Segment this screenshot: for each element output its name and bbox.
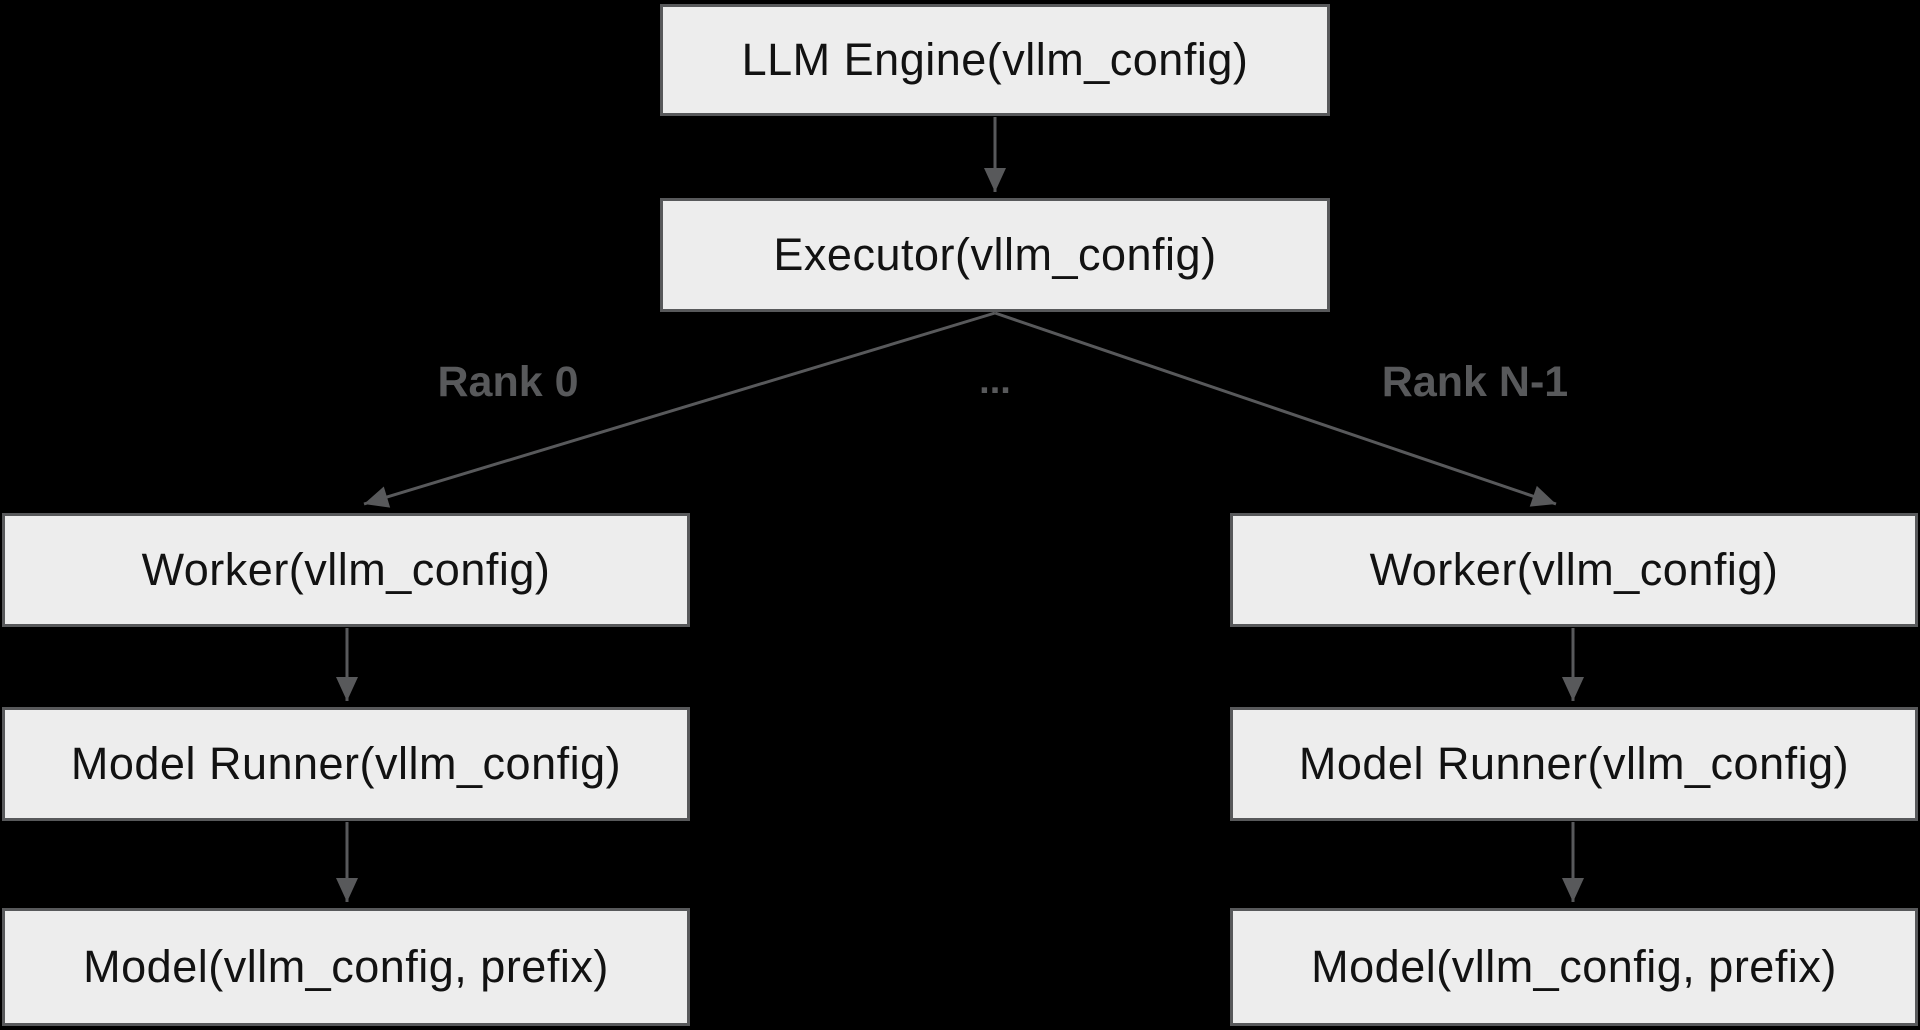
edge-label-ellipsis: ... (979, 360, 1011, 402)
node-model-left: Model(vllm_config, prefix) (2, 908, 690, 1026)
edge-label-rank-n-1: Rank N-1 (1381, 358, 1569, 406)
node-model-right: Model(vllm_config, prefix) (1230, 908, 1918, 1026)
node-model-runner-right: Model Runner(vllm_config) (1230, 707, 1918, 821)
node-executor: Executor(vllm_config) (660, 198, 1330, 312)
node-model-runner-left: Model Runner(vllm_config) (2, 707, 690, 821)
edge-executor-to-worker-left (363, 311, 996, 508)
node-worker-right: Worker(vllm_config) (1230, 513, 1918, 627)
node-worker-left: Worker(vllm_config) (2, 513, 690, 627)
node-llm-engine: LLM Engine(vllm_config) (660, 4, 1330, 116)
edge-executor-to-worker-right (994, 311, 1557, 507)
edge-label-rank-0: Rank 0 (437, 358, 579, 406)
